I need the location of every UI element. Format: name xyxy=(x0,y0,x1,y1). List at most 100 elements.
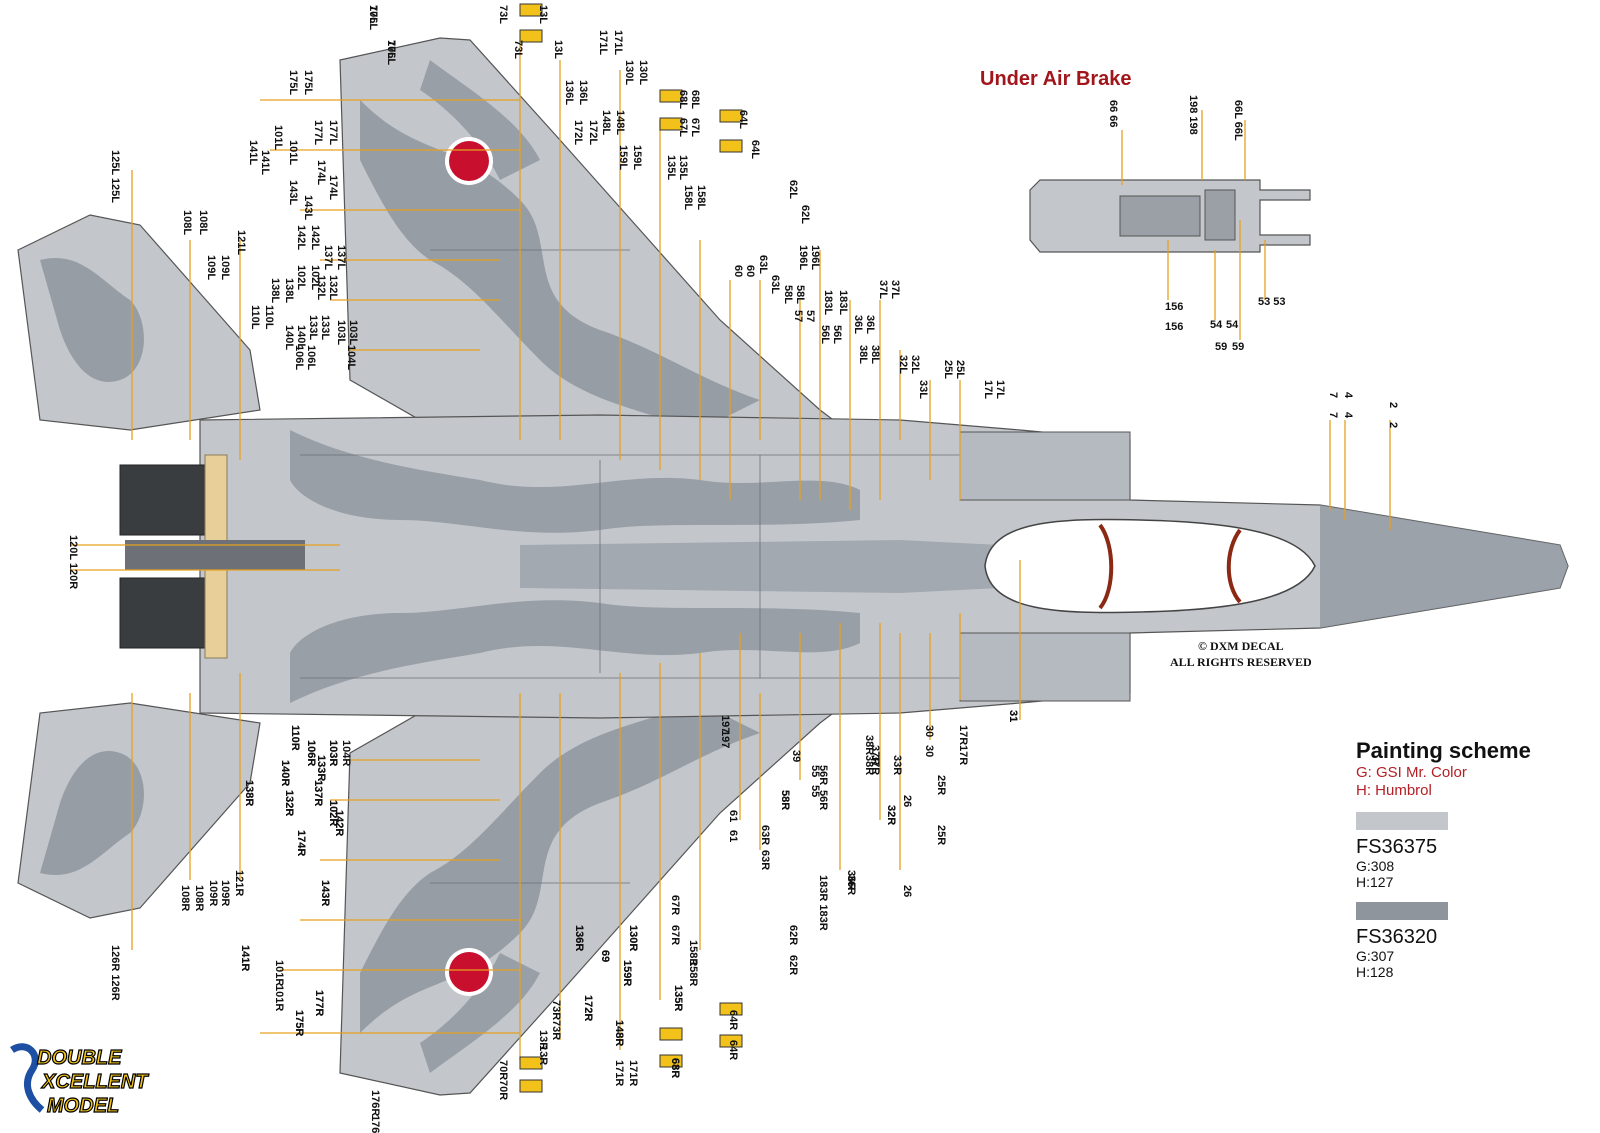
air-brake-callout: 54 xyxy=(1226,319,1239,331)
decal-callout: 142L xyxy=(295,225,307,250)
decal-callout: 108R xyxy=(193,885,205,911)
swatch-fs36375 xyxy=(1356,812,1448,830)
decal-callout: 37R xyxy=(869,755,881,775)
decal-callout: 62R xyxy=(787,925,799,945)
decal-callout: 36R xyxy=(845,875,857,895)
decal-callout: 175R xyxy=(293,1010,305,1036)
decal-callout: 106L xyxy=(293,345,305,370)
decal-callout: 136R xyxy=(573,925,585,951)
decal-callout: 159R xyxy=(621,960,633,986)
decal-callout: 38L xyxy=(857,345,869,364)
decal-callout: 68R xyxy=(669,1058,681,1078)
decal-callout: 137R xyxy=(312,780,324,806)
decal-callout: 25L xyxy=(942,360,954,379)
decal-callout: 17R xyxy=(957,745,969,765)
decal-callout: 148R xyxy=(613,1020,625,1046)
decal-callout: 64L xyxy=(737,110,749,129)
decal-callout: 62L xyxy=(787,180,799,199)
decal-callout: 174L xyxy=(315,160,327,185)
legend-h-1: H:127 xyxy=(1356,874,1394,890)
air-brake-callout: 53 53 xyxy=(1258,296,1286,308)
decal-callout: 7 xyxy=(1327,412,1339,418)
decal-callout: 58L xyxy=(794,285,806,304)
decal-callout: 61 xyxy=(727,810,739,822)
decal-callout: 172R xyxy=(582,995,594,1021)
painting-scheme-legend: Painting scheme G: GSI Mr. Color H: Humb… xyxy=(1356,738,1576,980)
decal-callout: 110L xyxy=(249,305,261,330)
decal-callout: 69 xyxy=(599,950,611,962)
decal-callout: 73R xyxy=(550,1000,562,1020)
decal-callout: 136R xyxy=(573,925,585,951)
decal-callout: 132L xyxy=(327,275,339,300)
decal-callout: 137R xyxy=(312,780,324,806)
decal-callout: 175L xyxy=(302,70,314,95)
decal-callout: 108R xyxy=(179,885,191,911)
decal-callout: 133R xyxy=(315,755,327,781)
legend-g-2: G:307 xyxy=(1356,948,1395,964)
decal-callout: 68R xyxy=(669,1058,681,1078)
decal-callout: 63L xyxy=(757,255,769,274)
decal-callout: 110R xyxy=(289,725,301,751)
legend-fs-2: FS36320 xyxy=(1356,926,1438,948)
decal-callout: 130R xyxy=(627,925,639,951)
decal-callout: 70L xyxy=(367,5,379,24)
decal-callout: 56R xyxy=(817,790,829,810)
decal-callout: 159L xyxy=(617,145,629,170)
decal-callout: 141R xyxy=(239,945,251,971)
decal-callout: 61 xyxy=(727,830,739,842)
lower-intake xyxy=(959,632,1131,702)
decal-callout: 177L xyxy=(327,120,339,145)
decal-callout: 4 xyxy=(1342,412,1354,419)
decal-callout: 57 xyxy=(804,310,816,322)
decal-callout: 140L xyxy=(295,325,307,350)
decal-callout: 37L xyxy=(877,280,889,299)
hinomaru-upper-wing-red xyxy=(449,141,489,181)
decal-callout: 26 xyxy=(901,885,913,897)
decal-callout: 110R xyxy=(289,725,301,751)
logo-line-3: MODEL xyxy=(47,1095,119,1117)
under-air-brake-view xyxy=(1029,110,1311,340)
decal-callout: 17R xyxy=(957,725,969,745)
decal-callout: 66 66 xyxy=(1107,100,1119,128)
decal-callout: 37R xyxy=(869,745,881,765)
upper-intake xyxy=(959,431,1131,501)
decal-callout: 31 xyxy=(1007,710,1019,722)
decal-callout: 133R xyxy=(315,755,327,781)
decal-callout: 172L xyxy=(587,120,599,145)
decal-callout: 58R xyxy=(779,790,791,810)
decal-callout: 2 xyxy=(1387,402,1399,408)
decal-callout: 67L xyxy=(677,118,689,137)
decal-callout: 13R xyxy=(537,1030,549,1050)
legend-fs-1: FS36375 xyxy=(1356,836,1438,858)
decal-callout: 109R xyxy=(207,880,219,906)
legend-h-2: H:128 xyxy=(1356,964,1394,980)
decal-callout: 57 xyxy=(792,310,804,322)
decal-callout: 176R xyxy=(369,1090,381,1116)
decal-callout: 36L xyxy=(852,315,864,334)
decal-callout: 177R xyxy=(313,990,325,1016)
decal-callout: 33R xyxy=(891,755,903,775)
decal-callout: 7 xyxy=(1327,392,1339,398)
decal-callout: 148L xyxy=(600,110,612,135)
decal-callout: 158R xyxy=(687,960,699,986)
leader-lines-lower xyxy=(70,420,1391,1060)
decal-callout: 159R xyxy=(621,960,633,986)
decal-callout: 171R xyxy=(613,1060,625,1086)
decal-callout: 4 xyxy=(1342,392,1354,399)
decal-callout: 148L xyxy=(614,110,626,135)
decal-callout: 26 xyxy=(901,795,913,807)
decal-callout: 102L xyxy=(295,265,307,290)
copyright-line-1: © DXM DECAL xyxy=(1197,639,1284,653)
decal-callout: 25R xyxy=(935,775,947,795)
decal-callout: 121L xyxy=(235,230,247,255)
decal-callout: 38R xyxy=(863,735,875,755)
decal-callout: 101R xyxy=(273,985,285,1011)
decal-callout: 58R xyxy=(779,790,791,810)
decal-callout: 130R xyxy=(627,925,639,951)
decal-callout: 108L xyxy=(197,210,209,235)
decal-callout: 104R xyxy=(340,740,352,766)
logo-line-1: DOUBLE xyxy=(37,1047,122,1069)
decal-callout: 55 xyxy=(809,785,821,797)
decal-callout: 60 xyxy=(732,265,744,277)
decal-callout: 30 xyxy=(923,745,935,757)
